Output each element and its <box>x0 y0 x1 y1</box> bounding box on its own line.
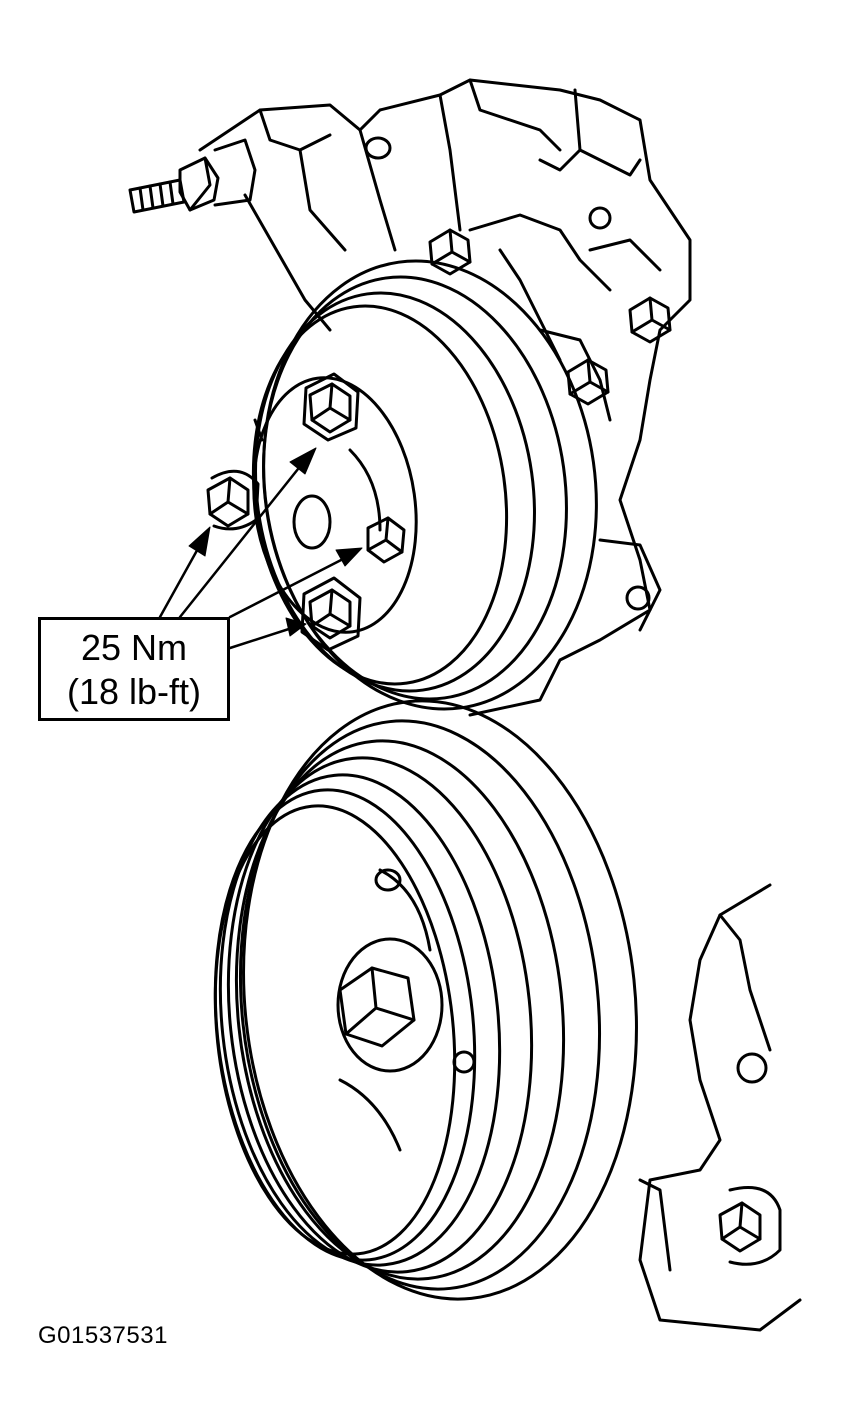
arrowhead-bottom-bolt <box>285 617 307 637</box>
bracket-bolt-3 <box>566 358 610 406</box>
arrowhead-loose-bolt <box>188 526 211 557</box>
callout-arrows <box>158 462 347 650</box>
crankshaft-pulley <box>213 699 638 1301</box>
loose-bolt <box>206 469 260 531</box>
torque-nm-label: 25 Nm <box>80 627 188 668</box>
figure-id-label: G01537531 <box>38 1322 168 1349</box>
bracket-bolt-2 <box>628 296 672 344</box>
torque-callout: 25 Nm (18 lb-ft) <box>38 617 230 721</box>
arrowheads <box>188 447 363 637</box>
lower-housing <box>638 883 802 1332</box>
pulley-bolt-bottom <box>300 576 362 652</box>
torque-lbft-label: (18 lb-ft) <box>66 671 202 712</box>
crankshaft-bolt <box>336 937 444 1073</box>
arrowhead-right-bolt <box>335 547 363 567</box>
bracket-bolt-1 <box>428 228 472 276</box>
pulley-bolt-top <box>302 372 360 442</box>
arrowhead-top-bolt <box>289 447 317 475</box>
pulley-bolt-right <box>366 516 406 564</box>
stud-bolt <box>128 138 257 214</box>
